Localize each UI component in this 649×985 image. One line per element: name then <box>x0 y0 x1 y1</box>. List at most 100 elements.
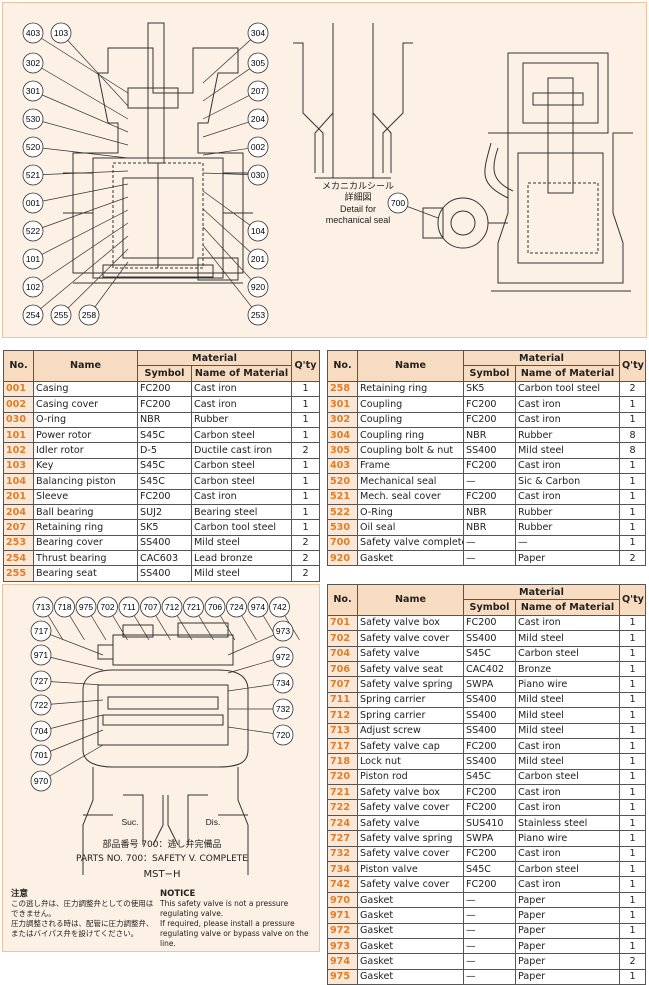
material-symbol: S45C <box>463 861 516 878</box>
material-name: Cast iron <box>515 488 620 505</box>
material-symbol: — <box>463 922 516 939</box>
callout-label: 734 <box>276 678 290 688</box>
header-name: Name <box>357 350 464 382</box>
material-name: Cast iron <box>515 737 620 755</box>
quantity: 1 <box>619 876 646 893</box>
quantity: 1 <box>291 457 320 475</box>
material-symbol: SS400 <box>463 691 516 709</box>
callout-circle <box>22 80 44 102</box>
callout-label: 302 <box>26 58 40 68</box>
quantity: 1 <box>619 630 646 647</box>
callout-label: 700 <box>391 198 405 208</box>
leader-line <box>40 714 104 732</box>
callout-label: 718 <box>57 602 71 612</box>
material-name: Bearing steel <box>191 503 292 521</box>
part-number: 704 <box>327 645 358 662</box>
material-name: Paper <box>515 891 620 909</box>
callout-circle <box>22 220 44 242</box>
part-number: 972 <box>327 922 358 939</box>
part-name: Piston rod <box>357 768 464 786</box>
material-symbol: SUS410 <box>463 814 516 832</box>
quantity: 1 <box>619 937 646 955</box>
material-symbol: NBR <box>463 519 516 536</box>
callout-circle <box>22 276 44 298</box>
quantity: 8 <box>619 442 646 459</box>
part-name: Safety valve cover <box>357 876 464 893</box>
leader-line <box>32 183 129 204</box>
material-name: Mild steel <box>515 691 620 709</box>
quantity: 8 <box>619 426 646 444</box>
material-name: Cast iron <box>515 411 620 428</box>
header-qty: Q'ty <box>619 584 646 616</box>
material-name: Ductile cast iron <box>191 442 292 459</box>
material-name: Rubber <box>515 426 620 444</box>
callout-label: 704 <box>34 726 48 736</box>
material-name: Mild steel <box>515 630 620 647</box>
quantity: 1 <box>619 534 646 552</box>
part-number: 721 <box>327 784 358 801</box>
material-symbol: FC200 <box>137 396 192 413</box>
parts-table-3: No. Name Material Q'ty Symbol Name of Ma… <box>327 583 646 985</box>
callout-label: 520 <box>26 142 40 152</box>
part-number: 002 <box>3 396 34 413</box>
leader-line <box>32 196 129 232</box>
part-name: Power rotor <box>33 426 138 444</box>
part-name: Oil seal <box>357 519 464 536</box>
part-number: 920 <box>327 550 358 567</box>
material-name: Cast iron <box>515 799 620 816</box>
callout-label: 304 <box>251 28 265 38</box>
quantity: 1 <box>291 473 320 490</box>
callout-circle <box>247 52 269 74</box>
leader-line <box>32 209 129 260</box>
part-number: 734 <box>327 861 358 878</box>
leader-line <box>88 261 129 316</box>
material-name: Cast iron <box>515 614 620 632</box>
part-number: 718 <box>327 753 358 770</box>
part-name: Safety valve complete <box>357 534 464 552</box>
material-name: Piano wire <box>515 830 620 847</box>
valve-model: MST−H <box>143 869 181 880</box>
material-name: Carbon steel <box>515 645 620 662</box>
callout-label: 522 <box>26 226 40 236</box>
material-symbol: SUJ2 <box>137 503 192 521</box>
part-number: 530 <box>327 519 358 536</box>
leader-line <box>32 170 129 176</box>
quantity: 1 <box>291 396 320 413</box>
part-name: Balancing piston <box>33 473 138 490</box>
quantity: 1 <box>619 922 646 939</box>
part-name: Safety valve cover <box>357 845 464 863</box>
part-number: 103 <box>3 457 34 475</box>
material-symbol: — <box>463 907 516 924</box>
callout-circle <box>30 694 52 716</box>
part-number: 207 <box>3 519 34 536</box>
part-name: Safety valve seat <box>357 660 464 678</box>
material-symbol: CAC402 <box>463 660 516 678</box>
part-number: 001 <box>3 380 34 398</box>
callout-label: 001 <box>26 198 40 208</box>
callout-circle <box>22 52 44 74</box>
part-number: 724 <box>327 814 358 832</box>
part-name: Safety valve spring <box>357 676 464 693</box>
part-name: Coupling <box>357 396 464 413</box>
material-symbol: SWPA <box>463 676 516 693</box>
part-number: 973 <box>327 937 358 955</box>
material-name: Paper <box>515 953 620 970</box>
callout-label: 972 <box>276 652 290 662</box>
callout-circle <box>118 596 140 618</box>
callout-circle <box>247 80 269 102</box>
callout-circle <box>50 22 72 44</box>
leader-line <box>202 208 259 260</box>
quantity: 2 <box>619 380 646 398</box>
